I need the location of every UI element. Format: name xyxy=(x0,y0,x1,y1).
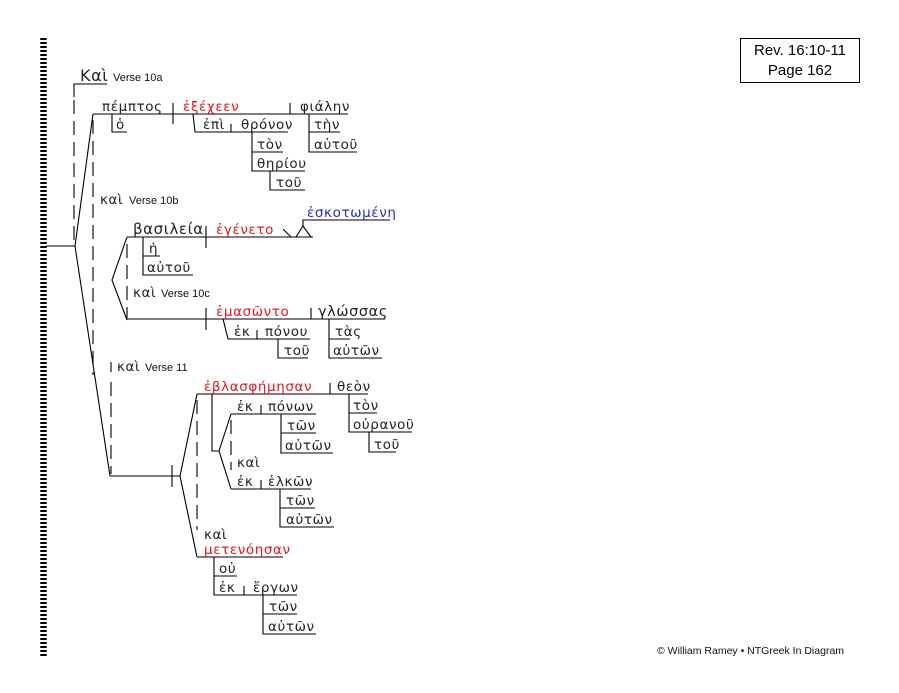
conjunction: καὶ xyxy=(117,359,140,375)
object-word: γλώσσας xyxy=(318,304,388,320)
article-word: τὸν xyxy=(353,398,379,414)
possessive-word: αὐτοῦ xyxy=(314,137,358,153)
copyright-footer: © William Ramey • NTGreek In Diagram xyxy=(657,645,845,657)
conjunction: καὶ xyxy=(133,285,156,301)
conjunction: Καὶ xyxy=(80,66,108,85)
verse-label: Verse 10b xyxy=(129,195,179,207)
possessive-word: αὐτῶν xyxy=(333,343,380,359)
article-word: τοῦ xyxy=(374,437,400,453)
genitive-word: οὐρανοῦ xyxy=(353,417,414,433)
genitive-word: θηρίου xyxy=(257,156,307,172)
prep-object-word: πόνου xyxy=(265,324,308,340)
object-word: θεὸν xyxy=(337,379,371,395)
verse-label: Verse 10a xyxy=(113,72,163,84)
verb-word: ἐμασῶντο xyxy=(216,304,289,320)
article-word: τοῦ xyxy=(276,175,302,191)
verb-word: μετενόησαν xyxy=(204,542,291,558)
prep-object-word: ἑλκῶν xyxy=(268,474,313,490)
object-word: φιάλην xyxy=(300,99,350,115)
article-word: τὴν xyxy=(314,117,340,133)
conjunction: καὶ xyxy=(204,527,227,543)
prep-object-word: ἔργων xyxy=(253,580,299,596)
article-word: ὁ xyxy=(116,117,125,133)
preposition-word: ἐπὶ xyxy=(203,117,225,133)
subject-word: πέμπτος xyxy=(102,99,163,115)
predicate-word: ἐσκοτωμένη xyxy=(307,205,397,221)
reference-box: Rev. 16:10-11 Page 162 xyxy=(740,38,860,83)
article-word: τὰς xyxy=(335,324,362,340)
reference-title: Rev. 16:10-11 xyxy=(754,42,846,59)
preposition-word: ἐκ xyxy=(237,399,253,415)
verb-word: ἐβλασφήμησαν xyxy=(204,379,312,395)
article-word: τοῦ xyxy=(284,343,310,359)
verb-word: ἐξέχεεν xyxy=(183,99,239,115)
preposition-word: ἐκ xyxy=(219,580,235,596)
article-word: τὸν xyxy=(257,137,283,153)
conjunction: καὶ xyxy=(100,192,123,208)
preposition-word: ἐκ xyxy=(237,474,253,490)
article-word: τῶν xyxy=(286,493,315,509)
subject-word: βασιλεία xyxy=(133,220,204,238)
article-word: ἡ xyxy=(149,241,158,257)
possessive-word: αὐτοῦ xyxy=(147,260,191,276)
article-word: τῶν xyxy=(269,599,298,615)
verse-label: Verse 10c xyxy=(161,288,210,300)
conjunction: καὶ xyxy=(237,455,260,471)
possessive-word: αὐτῶν xyxy=(285,438,332,454)
preposition-word: ἐκ xyxy=(234,324,250,340)
possessive-word: αὐτῶν xyxy=(286,512,333,528)
negation-word: οὐ xyxy=(219,561,236,577)
verb-word: ἐγένετο xyxy=(216,222,274,238)
prep-object-word: θρόνον xyxy=(241,117,293,133)
diagram-lines xyxy=(46,83,412,635)
article-word: τῶν xyxy=(287,418,316,434)
verse-label: Verse 11 xyxy=(145,362,188,374)
page-number: Page 162 xyxy=(767,62,833,79)
possessive-word: αὐτῶν xyxy=(268,619,315,635)
prep-object-word: πόνων xyxy=(268,399,314,415)
